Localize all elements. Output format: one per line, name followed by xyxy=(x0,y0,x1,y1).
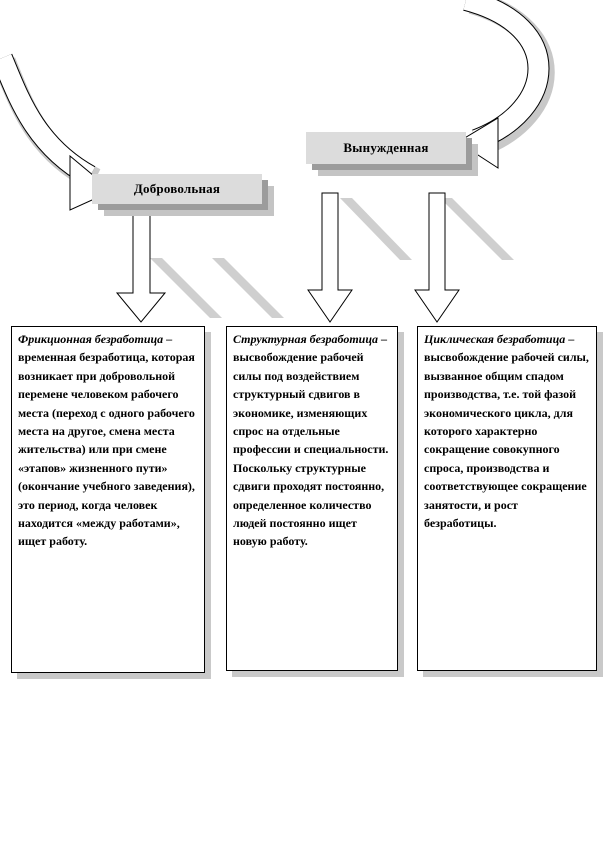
category-voluntary-label: Добровольная xyxy=(133,181,221,196)
structural-unemployment-card: Структурная безработица – высвобождение … xyxy=(226,326,398,671)
definition-text: высвобождение рабочей силы под воздейств… xyxy=(233,350,389,549)
definition-text: временная безработица, которая возникает… xyxy=(18,350,195,549)
arrow-to-frictional xyxy=(115,212,167,323)
category-forced-box: Вынужденная xyxy=(306,132,466,164)
term-dash: – xyxy=(163,332,173,346)
shadow-stripes xyxy=(150,198,514,318)
frictional-unemployment-card: Фрикционная безработица – временная безр… xyxy=(11,326,205,673)
term-label: Циклическая безработица xyxy=(424,332,566,346)
arrow-to-structural xyxy=(307,192,353,323)
right-curved-arrow xyxy=(457,0,555,169)
arrow-to-cyclical xyxy=(414,192,460,323)
term-label: Структурная безработица xyxy=(233,332,378,346)
category-forced-label: Вынужденная xyxy=(343,140,429,155)
cyclical-unemployment-card: Циклическая безработица – высвобождение … xyxy=(417,326,597,671)
term-dash: – xyxy=(378,332,387,346)
definition-text: высвобождение рабочей силы, вызванное об… xyxy=(424,350,589,531)
term-label: Фрикционная безработица xyxy=(18,332,164,346)
term-dash: – xyxy=(565,332,575,346)
left-curved-arrow xyxy=(0,53,113,211)
category-voluntary-box: Добровольная xyxy=(92,174,262,204)
